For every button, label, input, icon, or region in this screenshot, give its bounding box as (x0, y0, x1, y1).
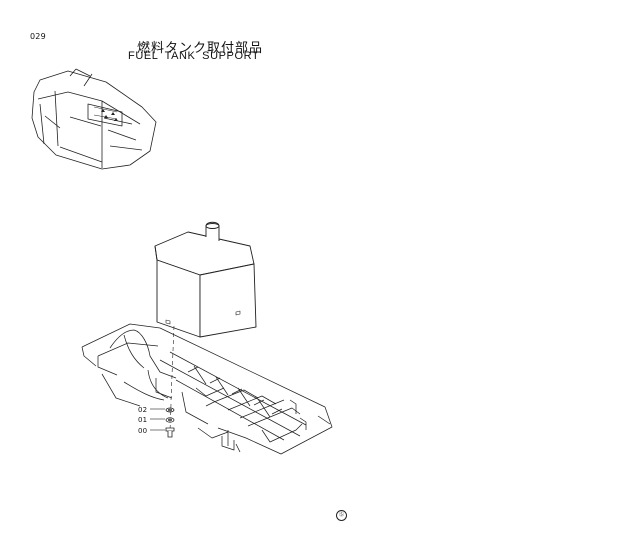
callout-label-00: 00 (138, 427, 148, 435)
page-number: 029 (30, 32, 46, 41)
fastener-washer-02 (165, 407, 175, 413)
footer-mark: Ⓢ (336, 510, 347, 521)
fastener-bolt-00 (165, 427, 175, 438)
callout-label-01: 01 (138, 416, 148, 424)
page-title-english: FUEL TANK SUPPORT (128, 50, 260, 62)
assembly-guide-lines (169, 325, 175, 432)
callout-leaders (150, 408, 165, 431)
excavator-thumbnail (31, 68, 157, 170)
upperstructure-frame (81, 323, 333, 455)
page-title-japanese: 燃料タンク取付部品 (137, 41, 264, 56)
fuel-tank (154, 221, 257, 338)
callout-label-02: 02 (138, 406, 148, 414)
thumbnail-tank-marks (101, 109, 118, 121)
fastener-washer-01 (165, 417, 175, 423)
